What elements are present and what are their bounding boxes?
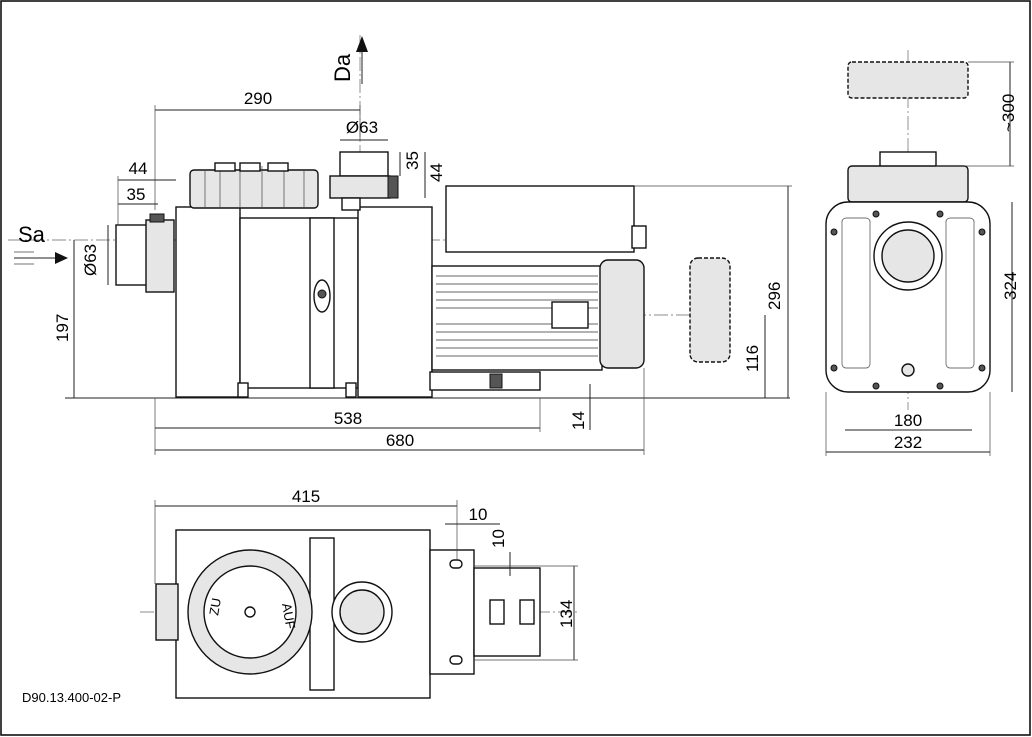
fan-cover-removal (689, 257, 731, 363)
discharge-union-top (339, 151, 389, 177)
dim-44-left: 44 (129, 159, 148, 178)
dim-296: 296 (765, 282, 784, 310)
dim-d63-top: Ø63 (346, 118, 378, 137)
dim-134: 134 (557, 600, 576, 628)
dim-180: 180 (894, 411, 922, 430)
dim-44-top: 44 (427, 163, 446, 182)
foot-right (345, 382, 357, 398)
end-body (825, 201, 991, 393)
logo-emblem (317, 289, 327, 299)
drawing-id: D90.13.400-02-P (22, 690, 121, 705)
top-center-rib (309, 537, 335, 691)
lid-text-auf: AUF (279, 602, 298, 630)
lid-removed (847, 61, 969, 99)
dim-14: 14 (569, 411, 588, 430)
foot-slot-2 (449, 655, 463, 665)
dim-197: 197 (53, 314, 72, 342)
dim-d63-left: Ø63 (81, 244, 100, 276)
lid-mounted (847, 165, 969, 203)
dim-10a: 10 (469, 505, 488, 524)
dim-538: 538 (334, 409, 362, 428)
dim-116: 116 (743, 345, 762, 372)
dim-415: 415 (292, 487, 320, 506)
inlet-strainer-icon (881, 229, 935, 283)
pump-front-housing (357, 206, 433, 398)
top-discharge-port (339, 589, 385, 635)
dim-300: ~300 (999, 94, 1018, 132)
union-clamp (387, 175, 399, 199)
dim-10b: 10 (489, 529, 508, 548)
rib-panel-right (945, 217, 975, 369)
suction-arrow-icon (55, 252, 68, 264)
drain-plug (901, 363, 915, 377)
dim-35-left: 35 (127, 185, 146, 204)
top-view: ZU AUF 415 10 10 134 (140, 487, 580, 699)
rating-plate (551, 301, 589, 329)
end-view: ~300 324 180 232 (825, 50, 1020, 456)
top-suction-thread (155, 583, 179, 641)
dim-290: 290 (244, 89, 272, 108)
motor-foot (429, 371, 541, 391)
discharge-label: Da (330, 53, 355, 82)
foot-left (237, 382, 249, 398)
lid-grip-2 (239, 162, 261, 172)
dim-324: 324 (1001, 272, 1020, 300)
discharge-arrow-icon (356, 36, 368, 52)
cable-gland (631, 225, 647, 249)
foot-bolt (489, 373, 503, 389)
lid-grip-1 (214, 162, 236, 172)
discharge-neck (341, 197, 361, 211)
suction-label: Sa (18, 222, 46, 247)
dim-232: 232 (894, 433, 922, 452)
terminal-box (445, 185, 635, 253)
top-terminal-2 (519, 599, 535, 625)
lid-ribs (204, 166, 305, 208)
discharge-union-nut (329, 175, 391, 199)
dim-35-top: 35 (403, 151, 422, 170)
dim-680: 680 (386, 431, 414, 450)
top-motor-flange (429, 549, 475, 675)
pump-body (239, 217, 359, 389)
strainer-lid-side (189, 169, 319, 209)
lid-text-zu: ZU (206, 597, 224, 617)
rib-panel-left (841, 217, 871, 369)
suction-union-nut (145, 219, 175, 293)
top-terminal-1 (489, 599, 505, 625)
fan-cover (599, 259, 645, 369)
foot-slot-1 (449, 559, 463, 569)
strainer-housing (175, 206, 241, 398)
motor-fins (436, 275, 598, 357)
suction-clamp (149, 213, 165, 223)
side-view: 290 Ø63 35 44 44 35 Ø63 197 538 680 14 1… (8, 35, 792, 455)
lid-grip-3 (267, 162, 289, 172)
